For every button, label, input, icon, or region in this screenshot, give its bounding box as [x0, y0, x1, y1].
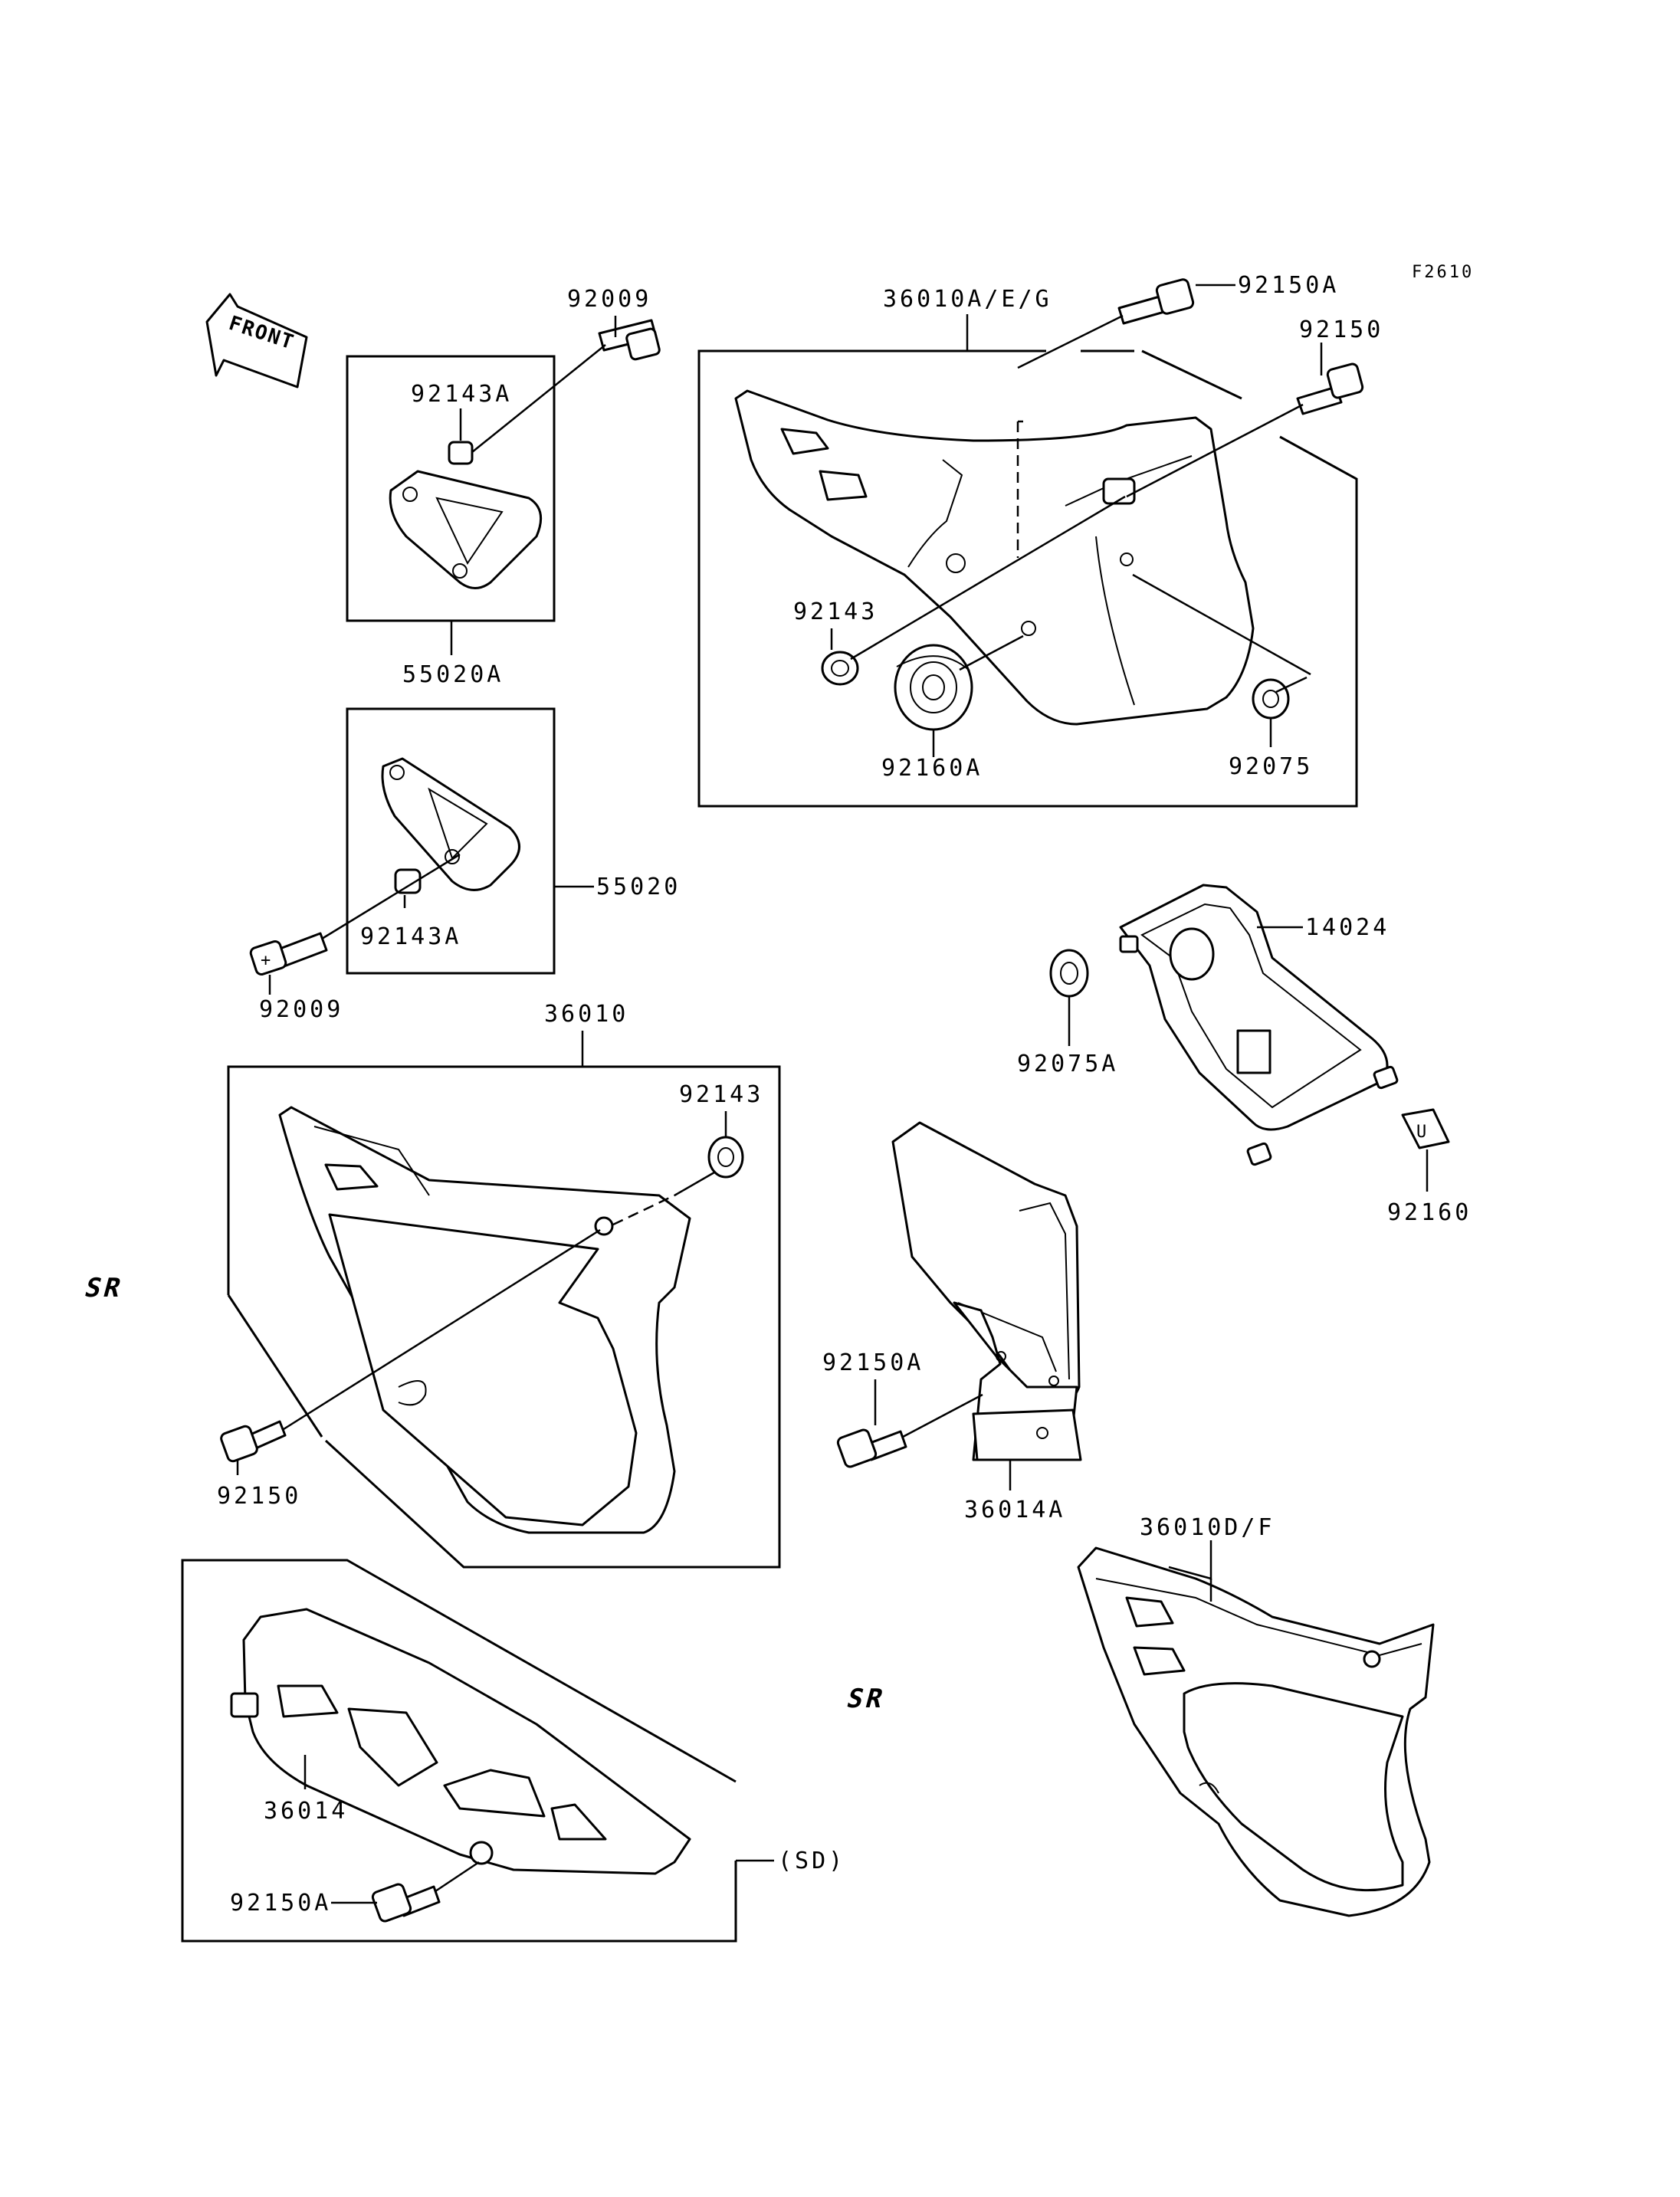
label-92143A-mid: 92143A [360, 923, 461, 950]
bracket-55020A [389, 470, 543, 589]
bolt-92150-mid [220, 1420, 287, 1463]
label-92150A-top: 92150A [1238, 272, 1339, 299]
side-cover-36010AEG [734, 389, 1255, 726]
label-36014: 36014 [264, 1798, 348, 1825]
svg-text:+: + [261, 951, 273, 970]
label-92143-mid: 92143 [679, 1081, 763, 1108]
label-92143-top: 92143 [793, 598, 878, 625]
grommet-92143-mid [707, 1136, 744, 1179]
group-box-36014 [181, 1559, 737, 1943]
guard-14024 [1119, 884, 1399, 1166]
collar-92143A-mid [394, 868, 422, 894]
grommet-92075A [1049, 949, 1089, 998]
bolt-92150A-bot [371, 1883, 441, 1923]
side-cover-36010DF [1077, 1546, 1435, 1917]
label-92150-mid: 92150 [217, 1483, 301, 1510]
bolt-92150A-top [1117, 278, 1195, 325]
label-92160: 92160 [1387, 1199, 1472, 1226]
nut-92075 [1252, 678, 1290, 720]
label-36014A: 36014A [964, 1497, 1065, 1523]
label-55020: 55020 [596, 874, 681, 900]
front-arrow-icon: FRONT [205, 293, 308, 389]
label-92009-top: 92009 [567, 286, 651, 313]
clip-92160: U [1401, 1108, 1450, 1149]
sr-logo-mid: SR [81, 1274, 126, 1303]
diagram-code: F2610 [1412, 263, 1474, 282]
label-92075: 92075 [1229, 753, 1313, 780]
group-box-36010 [227, 1065, 781, 1569]
label-36010DF: 36010D/F [1140, 1514, 1275, 1541]
label-36010: 36010 [544, 1001, 628, 1028]
bracket-55020 [381, 757, 520, 891]
grommet-92143-top [821, 651, 859, 686]
side-cover-36010 [278, 1106, 691, 1534]
svg-text:U: U [1416, 1123, 1429, 1142]
collar-92143A-top [448, 441, 474, 465]
label-92075A: 92075A [1017, 1051, 1118, 1077]
label-92009-mid: 92009 [259, 996, 343, 1023]
label-92150-top: 92150 [1299, 316, 1383, 343]
label-14024: 14024 [1305, 914, 1390, 941]
damper-92160A [894, 644, 973, 731]
label-55020A: 55020A [402, 661, 504, 688]
bolt-92150A-mid [836, 1428, 907, 1468]
bolt-92009-mid: + [249, 932, 328, 976]
label-92150A-bot: 92150A [230, 1890, 331, 1917]
label-sd: (SD) [778, 1848, 845, 1874]
sr-logo-right: SR [844, 1684, 889, 1714]
chain-guard-36014 [230, 1608, 691, 1875]
bolt-92009-top [598, 319, 661, 361]
group-box-36010AEG [697, 349, 1358, 808]
label-36010AEG: 36010A/E/G [883, 286, 1052, 313]
chain-guard-36014A [891, 1121, 1082, 1461]
group-box-55020 [346, 707, 556, 975]
label-92143A-top: 92143A [411, 381, 512, 408]
bolt-92150-top [1296, 362, 1364, 415]
label-92150A-mid: 92150A [822, 1349, 924, 1376]
label-92160A: 92160A [881, 755, 983, 782]
